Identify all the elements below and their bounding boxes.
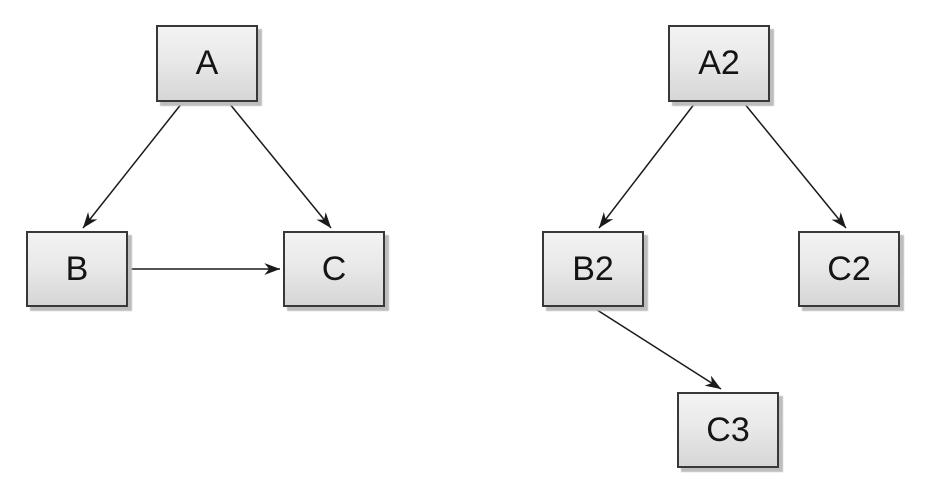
node-B-label: B — [65, 249, 89, 288]
node-A2[interactable]: A2 — [668, 25, 770, 102]
node-C2[interactable]: C2 — [798, 231, 900, 307]
node-C3-label: C3 — [706, 410, 750, 449]
edge-B2-C3 — [593, 307, 722, 390]
edge-A2-C2 — [743, 102, 847, 229]
node-B[interactable]: B — [26, 231, 128, 307]
node-B2[interactable]: B2 — [542, 231, 644, 307]
node-B2-label: B2 — [572, 249, 614, 288]
edge-A2-B2 — [598, 102, 696, 229]
node-A2-label: A2 — [698, 44, 740, 82]
node-A[interactable]: A — [156, 25, 258, 102]
node-C[interactable]: C — [283, 231, 385, 307]
edge-A-B — [82, 102, 183, 229]
edge-A-C — [228, 102, 332, 229]
node-C2-label: C2 — [827, 249, 871, 288]
node-C3[interactable]: C3 — [677, 392, 779, 468]
node-A-label: A — [195, 44, 219, 82]
node-C-label: C — [321, 249, 347, 288]
